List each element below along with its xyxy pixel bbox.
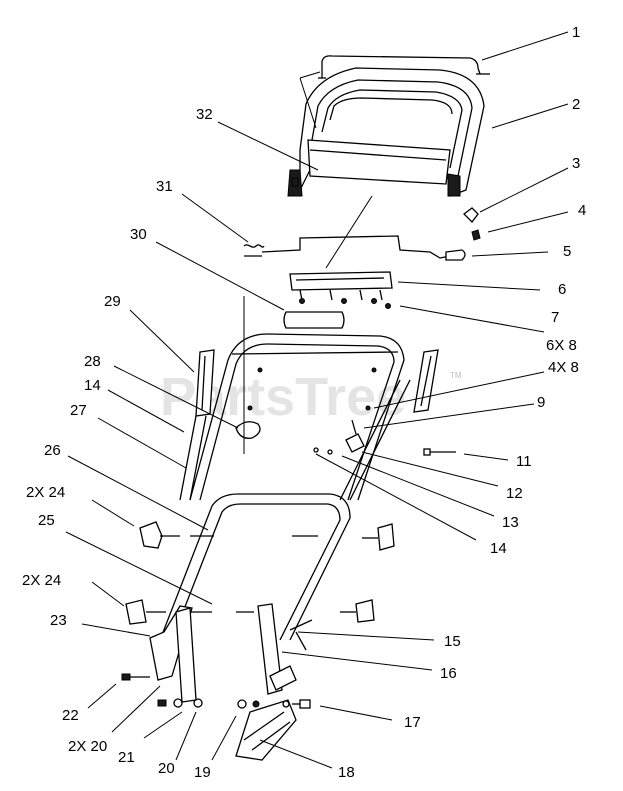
- callout-20: 20: [158, 760, 175, 777]
- lower-handle-part: [159, 379, 411, 641]
- knob-lower-left: [125, 599, 147, 625]
- height-bracket-right: [257, 603, 283, 695]
- callout-11: 11: [516, 453, 532, 470]
- callout-22: 22: [62, 707, 79, 724]
- callout-28: 28: [84, 353, 101, 370]
- callout-29: 29: [104, 293, 121, 310]
- bail-wire-part: [318, 55, 490, 79]
- callout-23: 23: [50, 612, 67, 629]
- callout-25: 25: [38, 512, 55, 529]
- callout-21: 21: [118, 749, 135, 766]
- callout-9: 9: [537, 394, 545, 411]
- callout-14-left: 14: [84, 377, 101, 394]
- watermark-tm: TM: [450, 371, 462, 380]
- control-bracket-part: [289, 271, 393, 309]
- base-bracket-part: [235, 699, 297, 761]
- cable-clip-part: [235, 421, 261, 439]
- callout-14-right: 14: [490, 540, 507, 557]
- callout-12: 12: [506, 485, 523, 502]
- nut-part: [471, 229, 481, 241]
- control-rod-part: [243, 235, 466, 261]
- callout-13: 13: [502, 514, 519, 531]
- callout-17: 17: [404, 714, 421, 731]
- control-lever-part: [345, 433, 365, 453]
- callout-labels: 1 2 3 4 5 6 7 6X 8 4X 8 9 11 12 13 14 15…: [22, 24, 586, 781]
- callout-4x8: 4X 8: [548, 359, 579, 376]
- pivot-bar-part: [269, 665, 297, 691]
- callout-16: 16: [440, 665, 457, 682]
- callout-6x8: 6X 8: [546, 337, 577, 354]
- callout-2: 2: [572, 96, 580, 113]
- grass-bag-top-part: [287, 67, 485, 197]
- height-bracket-center: [175, 607, 197, 703]
- bolt-part: [423, 448, 456, 456]
- callout-30: 30: [130, 226, 147, 243]
- knob-upper-left: [139, 521, 163, 549]
- knob-lower-right: [355, 599, 375, 623]
- callout-15: 15: [444, 633, 461, 650]
- plate-part: [463, 207, 479, 223]
- callout-1: 1: [572, 24, 580, 41]
- callout-19: 19: [194, 764, 211, 781]
- callout-32: 32: [196, 106, 213, 123]
- callout-18: 18: [338, 764, 355, 781]
- callout-3: 3: [572, 155, 580, 172]
- callout-4: 4: [578, 202, 586, 219]
- callout-2x20: 2X 20: [68, 738, 107, 755]
- callout-31: 31: [156, 178, 173, 195]
- callout-26: 26: [44, 442, 61, 459]
- knob-upper-right: [377, 523, 395, 551]
- callout-2x24-lower: 2X 24: [22, 572, 61, 589]
- cover-pad-part: [283, 311, 345, 329]
- leader-lines: [65, 31, 569, 769]
- callout-27: 27: [70, 402, 87, 419]
- callout-5: 5: [563, 243, 571, 260]
- callout-2x24-upper: 2X 24: [26, 484, 65, 501]
- callout-7: 7: [551, 309, 559, 326]
- callout-6: 6: [558, 281, 566, 298]
- upper-handle-part: [189, 333, 405, 501]
